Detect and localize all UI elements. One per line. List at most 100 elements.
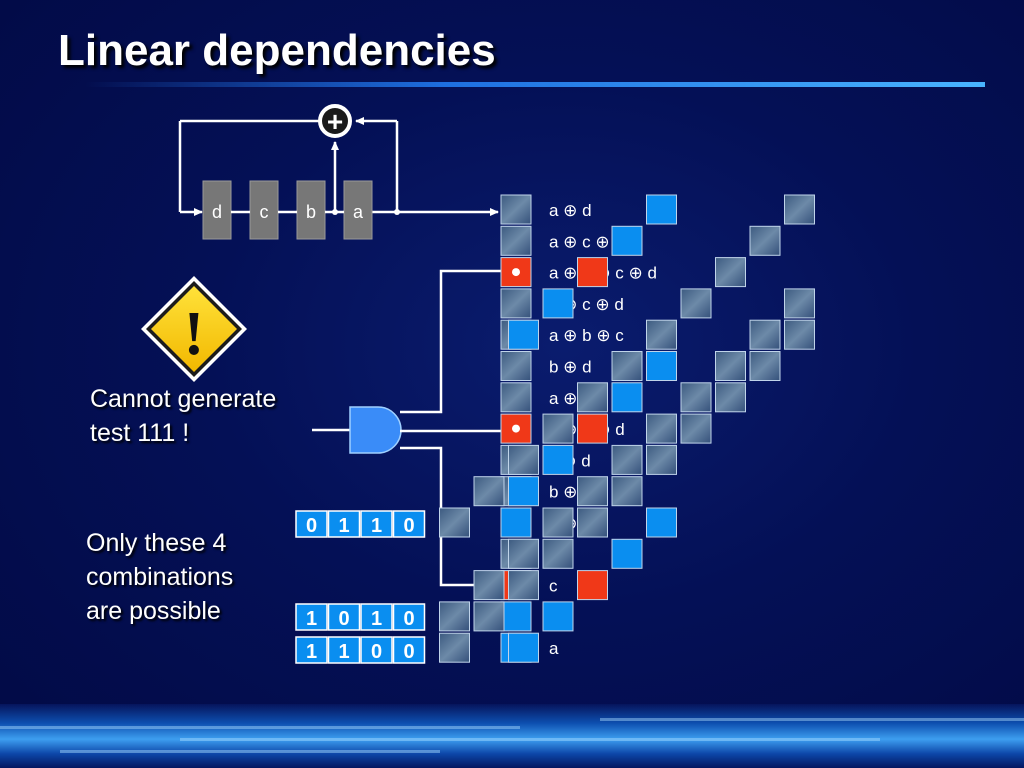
stream-cell <box>508 570 539 601</box>
expression-label: b ⊕ d <box>549 358 592 377</box>
expression-label: c <box>549 577 558 596</box>
stream-cell <box>473 476 505 507</box>
warning-icon: ! <box>141 276 247 382</box>
stream-cell <box>508 476 539 507</box>
bit-stream-grid <box>439 194 815 663</box>
feedback-wires <box>178 117 499 216</box>
stream-cell <box>784 194 815 225</box>
stream-cell <box>611 444 643 475</box>
stream-cell <box>646 507 677 538</box>
stream-cell <box>577 507 608 538</box>
stream-cell <box>646 444 677 475</box>
scan-cell <box>500 601 532 632</box>
combinations-caption-line-2: combinations <box>86 563 234 591</box>
bit-box <box>360 510 393 538</box>
stream-cell <box>473 601 505 632</box>
scan-cell <box>500 288 532 319</box>
stream-cell <box>542 538 574 569</box>
scan-cell <box>500 351 532 381</box>
stream-cell <box>508 319 539 350</box>
stream-cell <box>680 288 712 319</box>
shift-register: d c b a <box>202 180 400 240</box>
stream-cell <box>439 601 470 632</box>
scan-cell <box>500 382 532 413</box>
stream-cell <box>577 382 608 413</box>
stream-cell <box>646 413 677 444</box>
xor-symbol: + <box>327 106 343 137</box>
register-cell-c: c <box>260 202 269 222</box>
register-cell-d: d <box>212 202 222 222</box>
stream-cell <box>680 382 712 413</box>
stream-cell <box>611 225 643 256</box>
bit-value: 0 <box>403 608 414 630</box>
footer-band <box>0 704 1024 768</box>
stream-cell <box>577 476 608 507</box>
stream-cell <box>749 351 781 381</box>
stream-cell <box>715 257 746 288</box>
scan-cell <box>500 194 532 225</box>
stream-cell <box>508 444 539 475</box>
stream-cell <box>439 507 470 538</box>
stream-cell <box>646 194 677 225</box>
stream-cell <box>473 570 505 601</box>
combinations-caption-line-1: Only these 4 <box>86 529 227 557</box>
bit-value: 0 <box>403 515 414 537</box>
bit-box <box>392 636 426 664</box>
stream-cell <box>749 319 781 350</box>
bit-value: 0 <box>306 515 317 537</box>
bit-value: 1 <box>306 641 317 663</box>
stream-cell <box>611 476 643 507</box>
bit-box <box>360 603 393 631</box>
bit-box <box>392 603 426 631</box>
combinations-caption-line-3: are possible <box>86 597 221 625</box>
page-title: Linear dependencies <box>58 26 496 75</box>
bit-box <box>327 603 361 631</box>
bit-value: 1 <box>338 515 349 537</box>
expression-label: a ⊕ c ⊕ d <box>549 232 624 251</box>
stream-cell <box>542 601 574 632</box>
stream-cell <box>749 225 781 256</box>
register-cell-a: a <box>353 202 364 222</box>
stream-cell <box>577 257 608 288</box>
xor-node: + <box>318 104 352 138</box>
bit-value: 1 <box>306 608 317 630</box>
stream-cell <box>508 538 539 569</box>
stream-cell <box>611 382 643 413</box>
bit-value: 0 <box>338 608 349 630</box>
stream-cell <box>715 351 746 381</box>
stream-cell <box>646 351 677 381</box>
bit-value: 1 <box>371 515 382 537</box>
scan-cell <box>500 507 532 538</box>
stream-cell <box>680 413 712 444</box>
expression-label: a ⊕ b ⊕ c <box>549 326 624 345</box>
stream-cell <box>542 507 574 538</box>
bit-value: 0 <box>403 641 414 663</box>
stream-cell <box>611 538 643 569</box>
warning-caption-line-1: Cannot generate <box>90 385 277 413</box>
stream-cell <box>646 319 677 350</box>
stream-cell <box>715 382 746 413</box>
register-cell-b: b <box>306 202 316 222</box>
bit-box <box>392 510 426 538</box>
stream-cell <box>577 413 608 444</box>
stream-cell <box>542 444 574 475</box>
expression-label: a ⊕ d <box>549 201 592 220</box>
bit-value: 1 <box>371 608 382 630</box>
bit-box <box>327 636 361 664</box>
title-underline <box>85 82 985 87</box>
stream-cell <box>784 288 815 319</box>
bit-box <box>327 510 361 538</box>
bit-box <box>295 510 328 538</box>
and-gate <box>312 267 520 589</box>
bit-value: 0 <box>371 641 382 663</box>
warning-caption-line-2: test 111 ! <box>90 419 190 447</box>
combinations-caption: Only these 4 combinations are possible <box>86 526 233 628</box>
stream-cell <box>439 632 470 663</box>
stream-cell <box>542 288 574 319</box>
warning-caption: Cannot generate test 111 ! <box>90 382 276 450</box>
bit-box <box>295 603 328 631</box>
stream-cell <box>542 413 574 444</box>
